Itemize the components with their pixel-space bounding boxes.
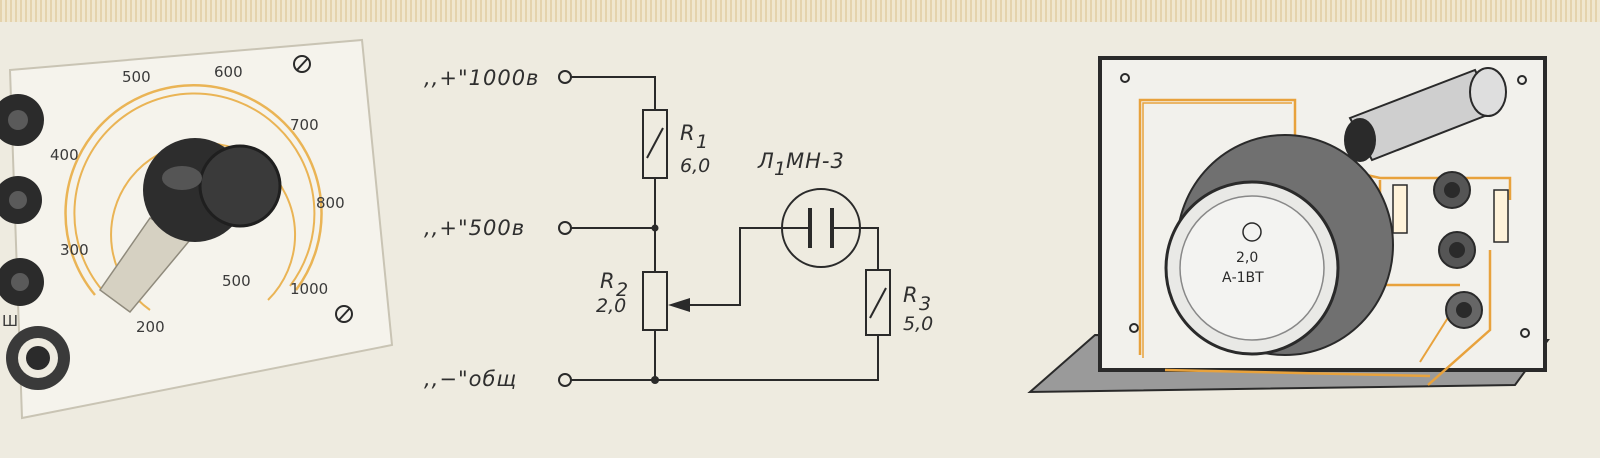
scale-label: Ш — [2, 312, 18, 330]
resistor-r3 — [865, 269, 891, 336]
scale-label: 300 — [60, 241, 89, 259]
r1-name: R — [680, 121, 696, 145]
scale-label: 1000 — [290, 280, 328, 298]
resistor-icon — [1493, 189, 1509, 243]
screw-icon — [1517, 75, 1527, 85]
r3-name: R — [903, 283, 919, 307]
screw-icon — [1120, 73, 1130, 83]
r3-subscript: 3 — [919, 293, 931, 315]
r2-subscript: 2 — [616, 279, 628, 301]
r2-value: 2,0 — [596, 295, 626, 317]
terminal-500v-icon — [558, 221, 572, 235]
circuit-schematic: ,,+"1000в ,,+"500в ,,−"общ R 1 6,0 R 2 2… — [424, 66, 933, 391]
lamp-subscript: 1 — [774, 158, 786, 180]
meter-panel-illustration: 500 600 700 800 400 300 500 1000 200 Ш — [0, 38, 394, 420]
screw-icon — [1129, 323, 1139, 333]
terminal-common-icon — [558, 373, 572, 387]
terminal-label-1000v: ,,+"1000в — [424, 66, 539, 90]
resistor-r1 — [642, 109, 668, 179]
scale-label: 500 — [222, 272, 251, 290]
wire — [571, 76, 656, 110]
scale-label: 500 — [122, 68, 151, 86]
scale-label: 700 — [290, 116, 319, 134]
wire — [860, 227, 879, 270]
terminal-1000v-icon — [558, 70, 572, 84]
wiper-arrow-icon — [668, 298, 690, 312]
scale-label: 800 — [316, 194, 345, 212]
assembled-device-illustration: 2,0 А-1ВТ — [1027, 56, 1550, 394]
wire — [688, 227, 782, 306]
r2-name: R — [600, 269, 616, 293]
pot-logo-icon — [1242, 222, 1262, 242]
terminal-label-500v: ,,+"500в — [424, 216, 525, 240]
scale-label: 400 — [50, 146, 79, 164]
dial-knob-cap-icon — [198, 144, 282, 228]
scale-label: 600 — [214, 63, 243, 81]
junction-dot — [651, 224, 659, 232]
screw-icon — [335, 305, 353, 323]
r1-value: 6,0 — [680, 155, 710, 177]
lamp-type: МН-3 — [786, 149, 845, 173]
terminal-label-common: ,,−"общ — [424, 367, 517, 391]
r1-subscript: 1 — [696, 131, 708, 153]
wire — [571, 335, 879, 381]
junction-dot — [651, 376, 659, 384]
pot-type: А-1ВТ — [1222, 270, 1264, 286]
resistor-r2 — [642, 271, 668, 331]
screw-icon — [1520, 328, 1530, 338]
lamp-name: Л — [757, 149, 775, 173]
resistor-icon — [1392, 184, 1408, 234]
scale-label: 200 — [136, 318, 165, 336]
pot-value: 2,0 — [1236, 250, 1258, 266]
screw-icon — [293, 55, 311, 73]
r3-value: 5,0 — [903, 313, 933, 335]
top-decorative-band — [0, 0, 1600, 22]
